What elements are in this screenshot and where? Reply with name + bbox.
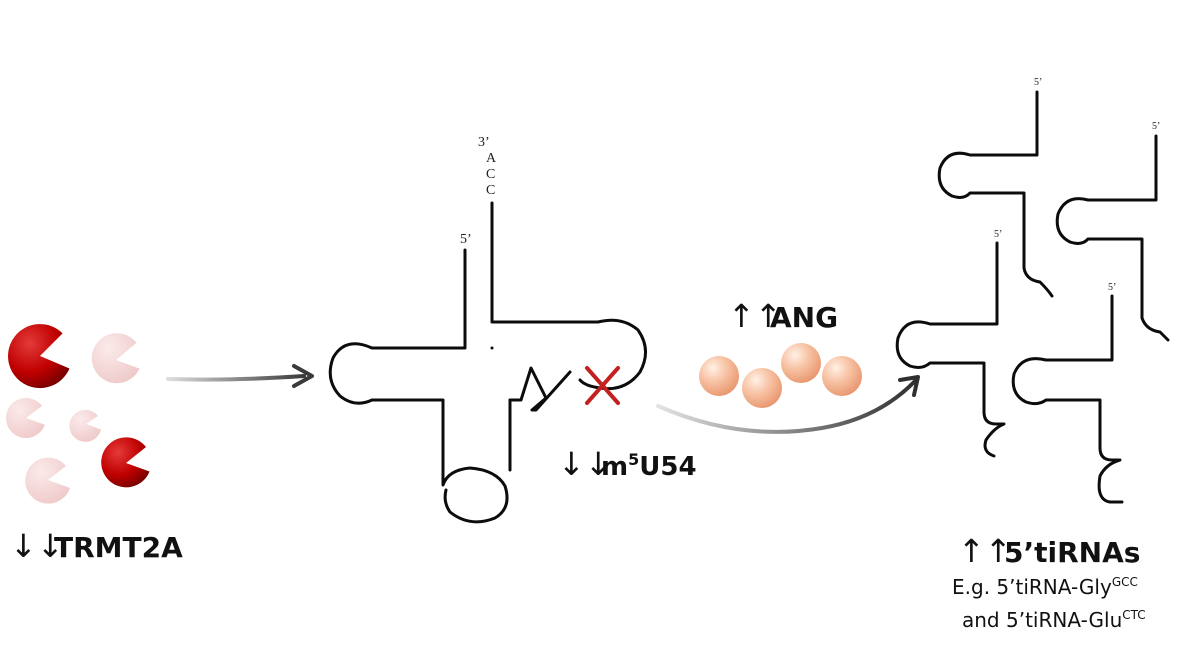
trna-5prime-strand xyxy=(328,248,509,524)
arrow-to-tirnas xyxy=(656,375,920,434)
ang-label: ANG xyxy=(770,301,838,334)
ang-spheres xyxy=(699,343,862,408)
enzyme-faded-icon xyxy=(69,409,101,442)
tirnas-example-gly: E.g. 5’tiRNA-GlyGCC xyxy=(952,575,1138,599)
tirna-fragment xyxy=(1011,294,1124,504)
trna-acc-c2: C xyxy=(486,183,495,198)
trna-5prime-label: 5’ xyxy=(460,232,472,247)
tirnas-label: 5’tiRNAs xyxy=(1004,536,1140,569)
trna-variable-loop xyxy=(508,366,572,412)
tirnas-example-glu: and 5’tiRNA-GluCTC xyxy=(962,608,1146,632)
ang-sphere-icon xyxy=(742,368,782,408)
ang-sphere-icon xyxy=(781,343,821,383)
tirna-fragment xyxy=(1055,134,1170,342)
trmt2a-label: TRMT2A xyxy=(54,531,183,564)
trna-3prime-label: 3’ xyxy=(478,135,490,150)
tirna-5prime-label: 5’ xyxy=(994,229,1002,240)
tirna-5prime-label: 5’ xyxy=(1034,77,1042,88)
tirna-5prime-label: 5’ xyxy=(1108,282,1116,293)
tirna-fragment xyxy=(937,90,1054,298)
tirna-5prime-label: 5’ xyxy=(1152,121,1160,132)
m5u54-label: m5U54 xyxy=(601,450,697,482)
trna-acceptor-3prime-strand xyxy=(490,201,647,391)
enzyme-faded-icon xyxy=(5,397,45,438)
arrow-to-trna xyxy=(166,364,314,388)
ang-sphere-icon xyxy=(699,356,739,396)
m5u54-arrows: ↓↓ xyxy=(558,445,612,483)
tirnas-arrows: ↑↑ xyxy=(958,532,1012,570)
trna-acc-a: A xyxy=(486,151,497,166)
enzyme-faded-icon xyxy=(25,457,70,504)
ang-sphere-icon xyxy=(822,356,862,396)
ang-arrows: ↑↑ xyxy=(728,297,782,335)
enzyme-active-icon xyxy=(101,437,150,488)
trna-cloverleaf xyxy=(328,201,647,524)
enzyme-faded-icon xyxy=(91,333,140,384)
loss-mark-icon xyxy=(585,366,620,405)
trmt2a-enzyme-group xyxy=(5,324,150,504)
trna-acc-c1: C xyxy=(486,167,495,182)
tirna-fragment xyxy=(895,241,1006,458)
trmt2a-arrows: ↓↓ xyxy=(10,527,64,565)
enzyme-active-icon xyxy=(8,324,70,389)
